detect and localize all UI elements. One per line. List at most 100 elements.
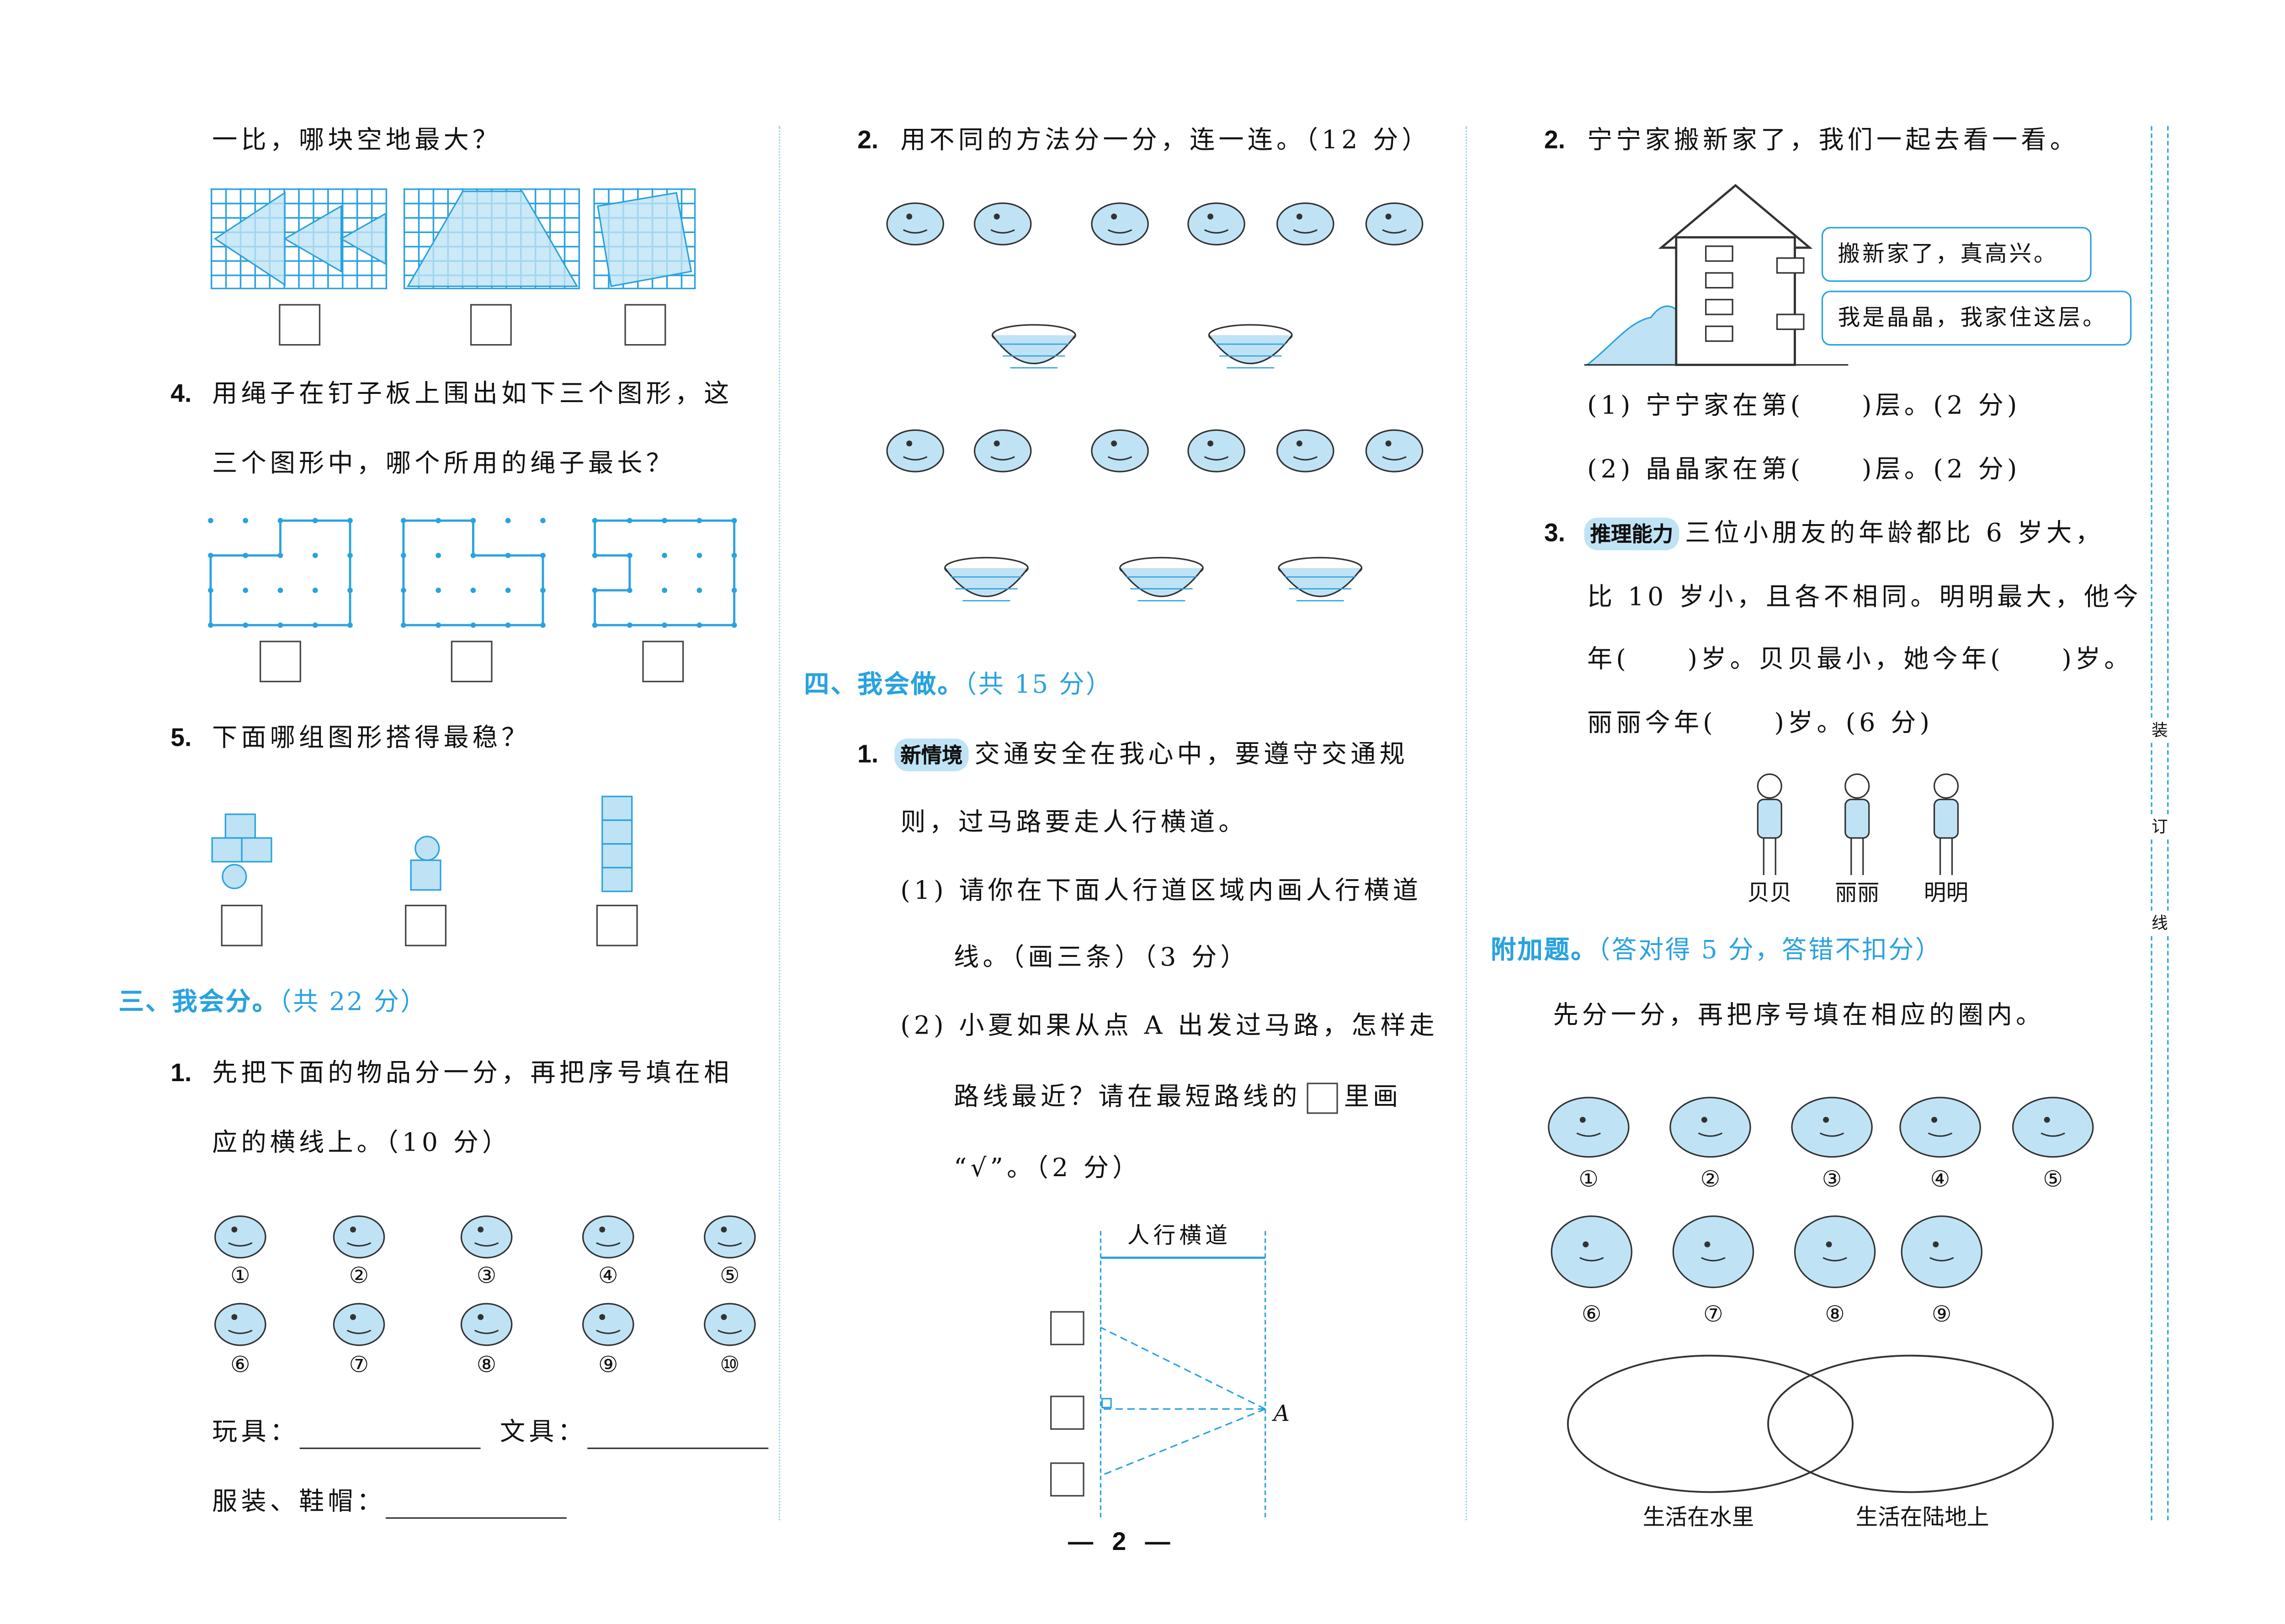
answer-box[interactable] [624, 304, 666, 346]
item-number-label: ④ [598, 1262, 618, 1289]
pegboard-shape-1 [208, 518, 353, 628]
carrot-icon [886, 429, 944, 472]
answer-box[interactable] [451, 641, 493, 683]
animal-number-label: ③ [1822, 1166, 1842, 1193]
answer-box[interactable] [405, 904, 446, 946]
apartment-building-icon [1584, 184, 1849, 366]
item-number-label: ① [230, 1262, 250, 1289]
apple-icon [973, 202, 1032, 246]
item-number-label: ② [349, 1262, 369, 1289]
pear-icon [1187, 202, 1245, 246]
strawberry-icon [1276, 202, 1334, 246]
question-text: 用不同的方法分一分，连一连。（12 分） [900, 126, 1431, 156]
basket-icon [944, 557, 1029, 601]
venn-diagram [1567, 1354, 2054, 1493]
stacked-shapes-2-icon [410, 836, 441, 891]
crosswalk-diagram [1100, 1231, 1266, 1518]
question-text: 先把下面的物品分一分，再把序号填在相 [212, 1059, 733, 1089]
answer-box[interactable] [260, 641, 301, 683]
pencil-icon [460, 1215, 513, 1259]
item-number-label: ⑧ [476, 1351, 497, 1378]
child-figure-icon [1844, 773, 1870, 876]
grid-shape-1 [210, 188, 388, 289]
water-circle [1567, 1354, 1854, 1493]
stationery-input[interactable] [586, 1424, 768, 1449]
clothing-label: 服装、鞋帽： [212, 1487, 386, 1518]
toy-plane-icon [333, 1303, 385, 1346]
question-text: 则，过马路要走人行横道。 [900, 808, 1248, 838]
section-heading: 四、我会做。（共 15 分） [804, 669, 1112, 701]
stationery-label: 文具： [500, 1417, 587, 1448]
question-text: 线。（画三条）（3 分） [954, 943, 1249, 973]
question-line: 三位小朋友的年龄都比 6 岁大， [1685, 519, 2104, 549]
question-text: 路线最近？请在最短路线的里画 [954, 1081, 1402, 1114]
speech-bubble: 我是晶晶，我家住这层。 [1821, 291, 2132, 346]
tshirt-icon [214, 1215, 266, 1259]
answer-line-stationery: 文具： [500, 1417, 768, 1449]
clothing-input[interactable] [385, 1494, 567, 1519]
section-score: （答对得 5 分，答错不扣分） [1597, 936, 1942, 966]
question-text: 推理能力三位小朋友的年龄都比 6 岁大， [1584, 517, 2104, 551]
inline-box-icon [1307, 1083, 1338, 1114]
land-circle [1767, 1354, 2054, 1493]
pencil-sharpener-icon [582, 1215, 634, 1259]
item-number-label: ⑥ [230, 1351, 250, 1378]
carrot-icon [886, 202, 944, 246]
child-name-label: 丽丽 [1835, 879, 1880, 907]
item-number-label: ⑦ [349, 1351, 369, 1378]
animal-number-label: ⑤ [2043, 1166, 2063, 1193]
answer-box[interactable] [470, 304, 512, 346]
deer-icon [1899, 1097, 1981, 1158]
question-text: 新情境交通安全在我心中，要遵守交通规 [894, 738, 1408, 771]
elephant-icon [1551, 1215, 1633, 1288]
basket-icon [1278, 557, 1363, 601]
reasoning-tag: 推理能力 [1584, 517, 1679, 551]
child-name-label: 明明 [1924, 879, 1969, 907]
eraser-icon [582, 1303, 634, 1346]
apple-icon [973, 429, 1032, 472]
question-number: 5. [170, 723, 192, 752]
toys-input[interactable] [299, 1424, 480, 1449]
question-text: (1) 请你在下面人行道区域内画人行横道 [900, 876, 1422, 907]
route-checkbox-2[interactable] [1050, 1396, 1084, 1430]
land-circle-label: 生活在陆地上 [1855, 1504, 1989, 1531]
item-number-label: ⑨ [598, 1351, 618, 1378]
question-number: 2. [1544, 126, 1565, 154]
question-number: 2. [857, 126, 879, 154]
question-number: 1. [857, 740, 879, 769]
section-heading: 三、我会分。（共 22 分） [119, 986, 427, 1019]
margin-char: 订 [2149, 814, 2170, 838]
question-text: “√”。（2 分） [954, 1154, 1142, 1184]
answer-box[interactable] [596, 904, 638, 946]
animal-number-label: ⑦ [1703, 1300, 1723, 1327]
column-divider [1465, 126, 1467, 1520]
question-text: 宁宁家搬新家了，我们一起去看一看。 [1587, 126, 2079, 156]
animal-number-label: ⑨ [1931, 1300, 1952, 1327]
answer-box[interactable] [642, 641, 684, 683]
margin-char: 装 [2149, 717, 2170, 742]
basket-icon [991, 324, 1076, 369]
pegboard-shape-3 [592, 518, 737, 628]
frog-icon [1901, 1215, 1983, 1288]
mushroom-icon [1365, 202, 1424, 246]
basket-icon [1208, 324, 1293, 369]
animal-number-label: ② [1700, 1166, 1721, 1193]
route-checkbox-1[interactable] [1050, 1311, 1084, 1345]
question-text: (2) 小夏如果从点 A 出发过马路，怎样走 [900, 1011, 1439, 1041]
shoe-icon [704, 1303, 756, 1346]
panda-icon [1794, 1215, 1876, 1288]
item-number-label: ⑩ [720, 1351, 740, 1378]
pencil-case-icon [214, 1303, 266, 1346]
answer-box[interactable] [221, 904, 263, 946]
question-text: 年( )岁。贝贝最小，她今年( )岁。 [1587, 645, 2133, 675]
child-figure-icon [1933, 773, 1959, 876]
route-checkbox-3[interactable] [1050, 1462, 1084, 1497]
item-number-label: ③ [476, 1262, 497, 1289]
pear-icon [1187, 429, 1245, 472]
answer-box[interactable] [279, 304, 321, 346]
stacked-shapes-3-icon [601, 796, 633, 892]
grid-shape-2 [403, 188, 580, 289]
cap-icon [460, 1303, 513, 1346]
point-a-label: A [1273, 1400, 1290, 1427]
